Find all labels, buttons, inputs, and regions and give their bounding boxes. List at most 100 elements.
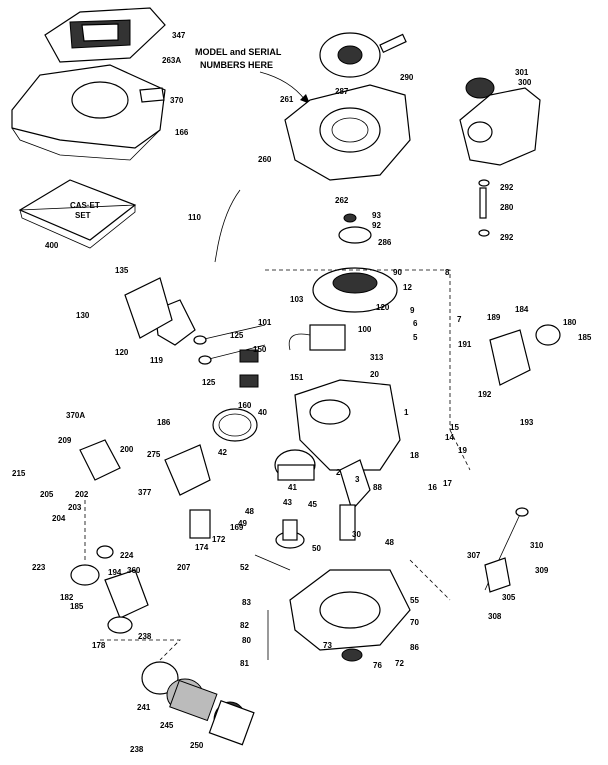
- label-45: 45: [308, 500, 317, 509]
- part-labels: 347 263A 370 166 400 290 287 261 260 262…: [12, 31, 592, 754]
- label-308: 308: [488, 612, 502, 621]
- label-150: 150: [253, 345, 267, 354]
- label-119: 119: [150, 356, 163, 365]
- label-377: 377: [138, 488, 152, 497]
- starter-assembly-290: [319, 32, 407, 78]
- carburetor-200: [79, 439, 121, 481]
- label-19: 19: [458, 446, 467, 455]
- label-174: 174: [195, 543, 209, 552]
- label-305: 305: [502, 593, 516, 602]
- label-151: 151: [290, 373, 304, 382]
- label-200: 200: [120, 445, 134, 454]
- label-360: 360: [127, 566, 141, 575]
- label-262: 262: [335, 196, 349, 205]
- shaft-52: [254, 554, 291, 571]
- shroud-cover-263A: [44, 7, 166, 63]
- valves-125: [193, 324, 266, 365]
- air-filter-400: CAS·ET SET: [18, 179, 137, 249]
- label-191: 191: [458, 340, 472, 349]
- control-bracket-192: [489, 324, 561, 386]
- label-185-b: 185: [70, 602, 84, 611]
- label-120-b: 120: [115, 348, 129, 357]
- label-263A: 263A: [162, 56, 181, 65]
- label-40: 40: [258, 408, 267, 417]
- ignition-lead-110: [214, 189, 241, 263]
- label-400: 400: [45, 241, 59, 250]
- label-310: 310: [530, 541, 544, 550]
- label-86: 86: [410, 643, 419, 652]
- label-5: 5: [413, 333, 418, 342]
- filter-text-2: SET: [75, 211, 91, 220]
- label-72: 72: [395, 659, 404, 668]
- label-93: 93: [372, 211, 381, 220]
- air-cleaner-element-245: [166, 678, 218, 722]
- label-73: 73: [323, 641, 332, 650]
- label-205: 205: [40, 490, 54, 499]
- gear-50: [275, 519, 305, 549]
- label-80: 80: [242, 636, 251, 645]
- label-238-a: 238: [138, 632, 152, 641]
- label-280: 280: [500, 203, 514, 212]
- label-103: 103: [290, 295, 304, 304]
- label-203: 203: [68, 503, 82, 512]
- cylinder-base-55: [289, 569, 411, 662]
- label-81: 81: [240, 659, 249, 668]
- piston-rings-42: [212, 408, 258, 442]
- label-300: 300: [518, 78, 532, 87]
- label-110: 110: [188, 213, 201, 222]
- label-292-a: 292: [500, 183, 514, 192]
- label-250: 250: [190, 741, 204, 750]
- label-194: 194: [108, 568, 122, 577]
- label-241: 241: [137, 703, 151, 712]
- label-238-b: 238: [130, 745, 144, 754]
- air-cleaner-cover-250: [208, 700, 255, 746]
- label-101: 101: [258, 318, 272, 327]
- label-16: 16: [428, 483, 437, 492]
- label-125-b: 125: [202, 378, 216, 387]
- spacer-172: [189, 509, 211, 539]
- flywheel-90: [312, 213, 398, 313]
- label-20: 20: [370, 370, 379, 379]
- gasket-224: [96, 545, 114, 559]
- label-18: 18: [410, 451, 419, 460]
- label-160: 160: [238, 401, 252, 410]
- label-2: 2: [336, 468, 341, 477]
- label-7: 7: [457, 315, 462, 324]
- label-6: 6: [413, 319, 418, 328]
- label-49: 49: [238, 519, 247, 528]
- label-204: 204: [52, 514, 66, 523]
- label-55: 55: [410, 596, 419, 605]
- label-313: 313: [370, 353, 384, 362]
- label-120-a: 120: [376, 303, 390, 312]
- label-202: 202: [75, 490, 89, 499]
- label-286: 286: [378, 238, 392, 247]
- label-15: 15: [450, 423, 459, 432]
- label-88: 88: [373, 483, 382, 492]
- label-92: 92: [372, 221, 381, 230]
- label-287: 287: [335, 87, 349, 96]
- label-52: 52: [240, 563, 249, 572]
- label-215: 215: [12, 469, 26, 478]
- label-224: 224: [120, 551, 134, 560]
- carburetor-body-360: [104, 569, 149, 634]
- armature-100: [288, 324, 346, 351]
- valve-springs-150: [239, 349, 259, 388]
- label-48-b: 48: [385, 538, 394, 547]
- fuel-tank-300: [459, 87, 541, 166]
- crankcase-1: [265, 269, 451, 471]
- label-125-a: 125: [230, 331, 244, 340]
- fuel-cap-301: [465, 77, 495, 99]
- label-43: 43: [283, 498, 292, 507]
- label-245: 245: [160, 721, 174, 730]
- label-3: 3: [355, 475, 360, 484]
- dipstick-310: [484, 507, 529, 593]
- label-41: 41: [288, 483, 297, 492]
- label-172: 172: [212, 535, 226, 544]
- label-70: 70: [410, 618, 419, 627]
- label-83: 83: [242, 598, 251, 607]
- label-370A: 370A: [66, 411, 85, 420]
- label-1: 1: [404, 408, 409, 417]
- label-14: 14: [445, 433, 454, 442]
- fuel-line-280: [478, 179, 490, 237]
